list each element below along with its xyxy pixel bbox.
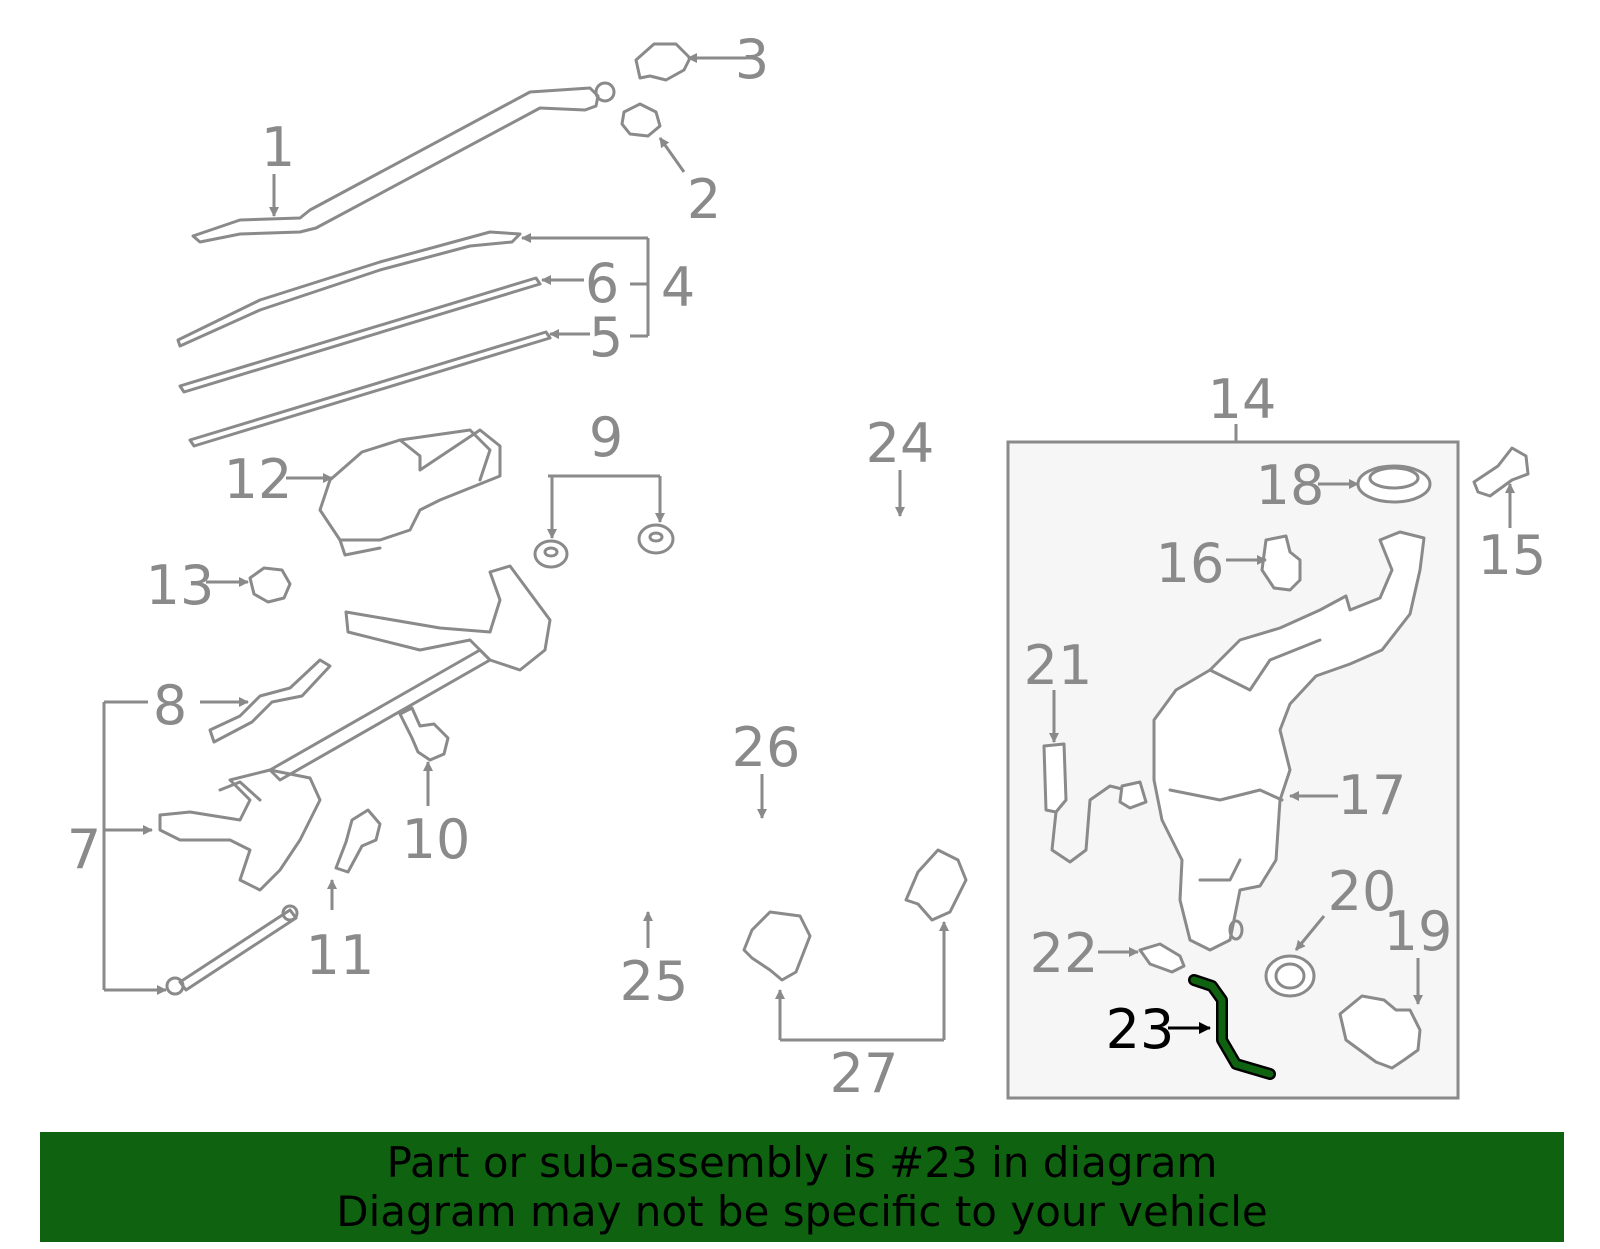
part-21-level-sensor [1042, 742, 1148, 864]
part-17-reservoir [1152, 530, 1426, 952]
part-26-washer-hose [622, 768, 882, 892]
part-10-bolt [398, 706, 450, 762]
callout-6: 6 [585, 252, 619, 315]
part-8-link-rod [208, 658, 332, 744]
part-19-washer-pump [1338, 994, 1422, 1070]
part-25-washer-hose [602, 802, 724, 952]
callout-17: 17 [1338, 764, 1407, 827]
part-13-cap [248, 566, 292, 604]
part-5-blade-refill [188, 330, 552, 448]
leader-lines [102, 53, 1515, 1042]
part-27-washer-nozzles [742, 848, 968, 982]
part-6-blade-refill [178, 276, 542, 394]
info-banner: Part or sub-assembly is #23 in diagram D… [40, 1132, 1564, 1242]
part-15-bolt [1472, 446, 1530, 498]
callout-24: 24 [866, 412, 935, 475]
banner-line-disclaimer: Diagram may not be specific to your vehi… [336, 1187, 1268, 1236]
callout-19: 19 [1384, 900, 1453, 963]
callout-10: 10 [402, 808, 471, 871]
part-24-washer-hose [410, 516, 974, 1060]
callout-23: 23 [1106, 998, 1175, 1061]
callout-13: 13 [146, 554, 215, 617]
callout-18: 18 [1256, 454, 1325, 517]
part-7-wiper-linkage [158, 564, 552, 996]
callout-11: 11 [306, 924, 375, 987]
callout-8: 8 [153, 674, 187, 737]
callout-9: 9 [589, 406, 623, 469]
part-22-fitting [1138, 942, 1186, 974]
part-2-nut [620, 102, 662, 138]
part-3-cap [634, 42, 692, 82]
callout-3: 3 [735, 28, 769, 91]
callout-26: 26 [732, 716, 801, 779]
callout-1: 1 [261, 116, 295, 179]
callout-12: 12 [224, 448, 293, 511]
part-11-bolt [334, 808, 382, 874]
callout-15: 15 [1478, 524, 1547, 587]
callout-25: 25 [620, 950, 689, 1013]
part-16-clip [1260, 534, 1302, 592]
part-9-grommets [533, 523, 675, 569]
callout-20: 20 [1328, 860, 1397, 923]
callout-5: 5 [589, 306, 623, 369]
part-18-reservoir-cap [1356, 464, 1432, 504]
callouts: 1 2 3 4 5 6 7 8 9 10 11 12 13 14 15 16 1… [67, 28, 1547, 1105]
callout-4: 4 [661, 256, 695, 319]
part-24-washer-hose-inner [410, 516, 974, 1060]
part-1-wiper-arm [191, 81, 616, 244]
callout-22: 22 [1030, 922, 1099, 985]
callout-2: 2 [687, 168, 721, 231]
callout-7: 7 [67, 818, 101, 881]
callout-21: 21 [1024, 634, 1093, 697]
banner-line-part: Part or sub-assembly is #23 in diagram [386, 1138, 1218, 1187]
callout-16: 16 [1156, 532, 1225, 595]
callout-27: 27 [830, 1042, 899, 1105]
part-20-grommet [1264, 954, 1316, 998]
part-12-wiper-motor [318, 428, 502, 557]
callout-14: 14 [1208, 368, 1277, 431]
part-4-wiper-blade [176, 230, 522, 348]
